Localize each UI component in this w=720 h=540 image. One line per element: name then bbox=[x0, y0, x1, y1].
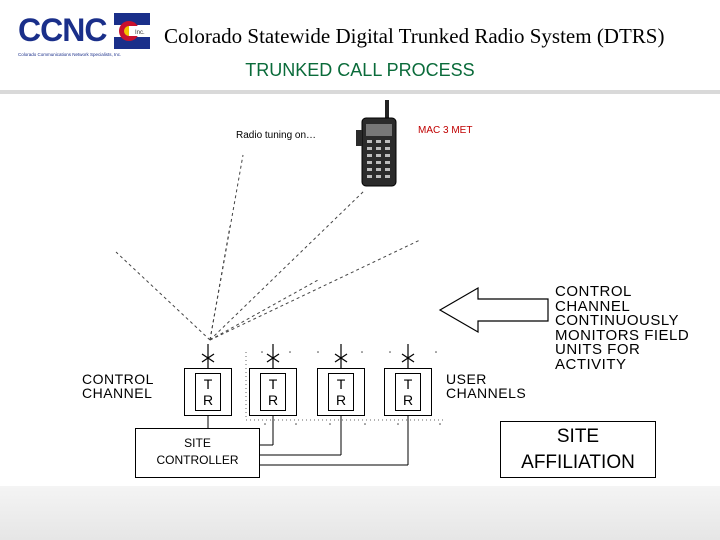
control-channel-label: CONTROL CHANNEL bbox=[82, 371, 154, 401]
site-controller-box: SITE CONTROLLER bbox=[135, 428, 260, 478]
signal-line bbox=[209, 154, 244, 341]
logo-wordmark: CCNC bbox=[18, 12, 107, 48]
signal-line bbox=[209, 189, 366, 341]
antenna-user-2 bbox=[334, 344, 348, 368]
mac-met-label: MAC 3 MET bbox=[418, 125, 473, 136]
colorado-flag-icon bbox=[114, 13, 150, 49]
site-affiliation-box: SITE AFFILIATION bbox=[500, 421, 656, 478]
page-title: Colorado Statewide Digital Trunked Radio… bbox=[164, 24, 665, 48]
antenna-control bbox=[201, 344, 215, 368]
user-channels-label: USER CHANNELS bbox=[446, 371, 527, 401]
handheld-radio-icon bbox=[356, 100, 397, 187]
arrow-icon bbox=[438, 286, 549, 334]
logo-tagline: Colorado Communications Network Speciali… bbox=[18, 52, 122, 57]
signal-line bbox=[115, 251, 211, 341]
header-divider bbox=[0, 90, 720, 94]
logo-inc: Inc. bbox=[135, 30, 145, 36]
footer-band bbox=[0, 486, 720, 540]
radio-tuning-label: Radio tuning on… bbox=[236, 130, 317, 141]
ccnc-logo: CCNC Inc. Colorado Communications Networ… bbox=[18, 10, 150, 62]
control-channel-monitor-note: CONTROL CHANNEL CONTINUOUSLY MONITORS FI… bbox=[555, 283, 690, 373]
antenna-user-1 bbox=[266, 344, 280, 368]
signal-line bbox=[209, 239, 421, 341]
diagram-area bbox=[0, 94, 720, 486]
signal-line bbox=[209, 279, 319, 341]
slide-subtitle: TRUNKED CALL PROCESS bbox=[245, 60, 475, 80]
antenna-user-3 bbox=[401, 344, 415, 368]
